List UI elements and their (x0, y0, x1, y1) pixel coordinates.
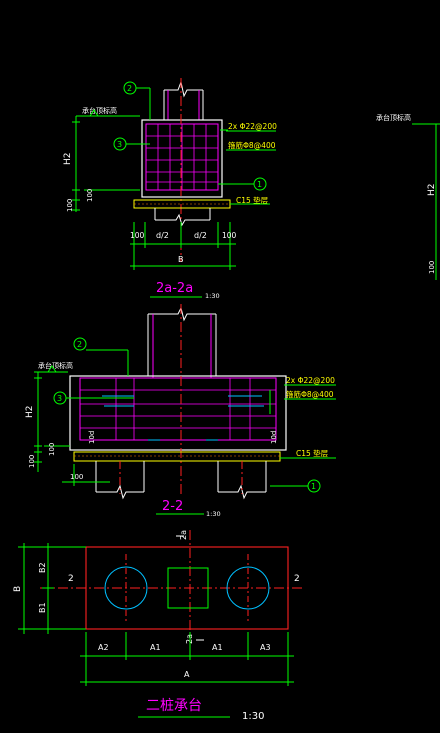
plan-scale: 1:30 (242, 711, 264, 722)
break-line (155, 213, 210, 227)
pile-embed-label: 10d (270, 431, 278, 444)
dim-right: 100 (222, 231, 237, 240)
cut-2-left: 2 (68, 574, 74, 584)
dim-a2: A2 (98, 643, 109, 652)
dim-100: 100 (428, 261, 436, 274)
right-partial-drawing: 承台顶标高 H2 100 (376, 113, 440, 280)
section-title: 2a-2a (156, 281, 193, 296)
pile-rebar (102, 395, 264, 441)
dim-100b: 100 (28, 455, 36, 468)
rebar-main-label: 2x Φ22@200 (286, 376, 335, 385)
section-2-2: 承台顶标高 H2 100 100 10d 10d 2 3 1 2x Φ22@20… (25, 304, 336, 518)
dim-d2-right: d/2 (194, 231, 207, 240)
section-title: 2-2 (162, 499, 183, 514)
cap-top-label: 承台顶标高 (82, 106, 117, 115)
cap-top-label: 承台顶标高 (38, 361, 73, 370)
cut-2a-top: 2a (179, 530, 188, 540)
rebar-grid (146, 124, 218, 190)
pile-cap-outline (141, 119, 223, 198)
pile-right (226, 566, 270, 610)
break-line (148, 306, 216, 322)
pile-cap-plan: 2a 2a 2 2 B B2 B1 A2 A1 A1 A3 A (13, 530, 305, 722)
rebar-main-label: 2x Φ22@200 (228, 122, 277, 131)
section-scale: 1:30 (206, 510, 221, 518)
piles (95, 461, 267, 500)
svg-text:1: 1 (257, 180, 262, 189)
column-square (167, 567, 209, 609)
rebar-stirrup-label: 箍筋Φ8@400 (228, 140, 276, 150)
svg-text:1: 1 (311, 482, 316, 491)
dim-a1-right: A1 (212, 643, 223, 652)
section-scale: 1:30 (205, 292, 220, 300)
dim-b1: B1 (38, 602, 47, 613)
svg-text:3: 3 (57, 394, 62, 403)
svg-text:3: 3 (117, 140, 122, 149)
cushion-layer (73, 451, 281, 462)
dim-d2-left: d/2 (156, 231, 169, 240)
cushion-label: C15 垫层 (236, 195, 269, 205)
plan-title: 二桩承台 (146, 697, 202, 714)
section-2a-2a: 承台顶标高 H2 100 100 2 3 1 2x Φ22@200 箍筋Φ8@4… (63, 78, 277, 300)
pile-left (104, 566, 148, 610)
break-line (164, 80, 203, 98)
dim-b: B (13, 586, 23, 592)
cut-2-right: 2 (294, 574, 300, 584)
dim-a: A (184, 670, 190, 679)
dim-100a: 100 (48, 443, 56, 456)
pile-embed-label: 10d (88, 431, 96, 444)
cap-top-label: 承台顶标高 (376, 113, 411, 122)
dim-b2: B2 (38, 562, 47, 573)
dim-a3: A3 (260, 643, 271, 652)
rebar-stirrup-label: 箍筋Φ8@400 (286, 389, 334, 399)
dim-100b: 100 (66, 199, 74, 212)
dim-h2: H2 (63, 153, 73, 166)
rebar-grid (80, 378, 276, 440)
svg-text:2: 2 (77, 340, 82, 349)
rebar-cage (79, 377, 277, 441)
pile-cap-outline (69, 375, 287, 451)
dim-100a: 100 (86, 189, 94, 202)
dim-left: 100 (70, 473, 83, 481)
cushion-label: C15 垫层 (296, 448, 329, 458)
bubble-2 (73, 337, 87, 351)
dim-b: B (178, 255, 184, 264)
dim-left: 100 (130, 231, 145, 240)
dim-a1-left: A1 (150, 643, 161, 652)
svg-text:2: 2 (127, 84, 132, 93)
dim-h2: H2 (25, 406, 35, 419)
dim-h2: H2 (427, 184, 437, 197)
